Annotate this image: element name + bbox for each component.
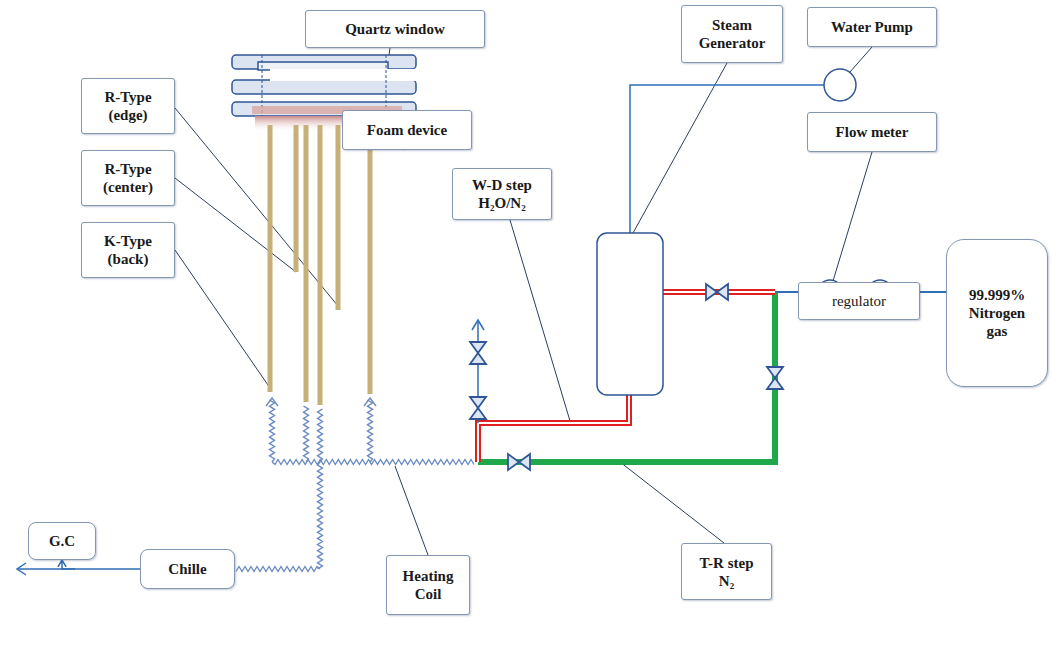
label-text: T-R step N₂ (697, 554, 757, 590)
label-text: Foam device (367, 121, 447, 139)
label-text: Heating Coil (393, 567, 463, 603)
label-box: R-Type (edge) (81, 78, 175, 134)
label-box: Water Pump (807, 7, 937, 47)
label-text: Chille (168, 560, 206, 578)
chiller-box: Chille (140, 549, 235, 589)
label-text: R-Type (center) (92, 160, 164, 196)
label-text: Quartz window (345, 20, 445, 38)
label-box: regulator (798, 282, 920, 320)
water-pump-symbol (824, 69, 856, 101)
label-text: Water Pump (831, 18, 913, 36)
valves (470, 284, 783, 470)
label-box: R-Type (center) (81, 150, 175, 206)
steam-generator-vessel (597, 233, 663, 395)
label-text: Steam Generator (682, 16, 782, 52)
pipes (17, 85, 946, 575)
label-text: K-Type (back) (92, 232, 164, 268)
label-box: Heating Coil (386, 555, 470, 615)
label-text: regulator (832, 292, 886, 310)
step-label-box: W-D step H₂O/N₂ (452, 168, 552, 220)
label-box: Quartz window (305, 10, 485, 48)
label-text: G.C (49, 532, 75, 550)
gc-box: G.C (28, 522, 96, 560)
label-box: Foam device (342, 110, 472, 150)
connector-arrow (58, 560, 140, 569)
label-box: Flow meter (807, 112, 937, 152)
heating-coils (236, 398, 474, 572)
label-text: Flow meter (836, 123, 909, 141)
step-label-box: T-R step N₂ (681, 543, 772, 600)
label-box: K-Type (back) (81, 222, 175, 278)
label-text: W-D step H₂O/N₂ (460, 176, 544, 212)
leader-lines (175, 47, 882, 555)
thermocouple-tubes (270, 125, 370, 405)
label-box: Steam Generator (681, 5, 783, 63)
label-text: 99.999% Nitrogen gas (961, 286, 1033, 340)
label-text: R-Type (edge) (92, 88, 164, 124)
gas-cylinder: 99.999% Nitrogen gas (946, 239, 1048, 387)
